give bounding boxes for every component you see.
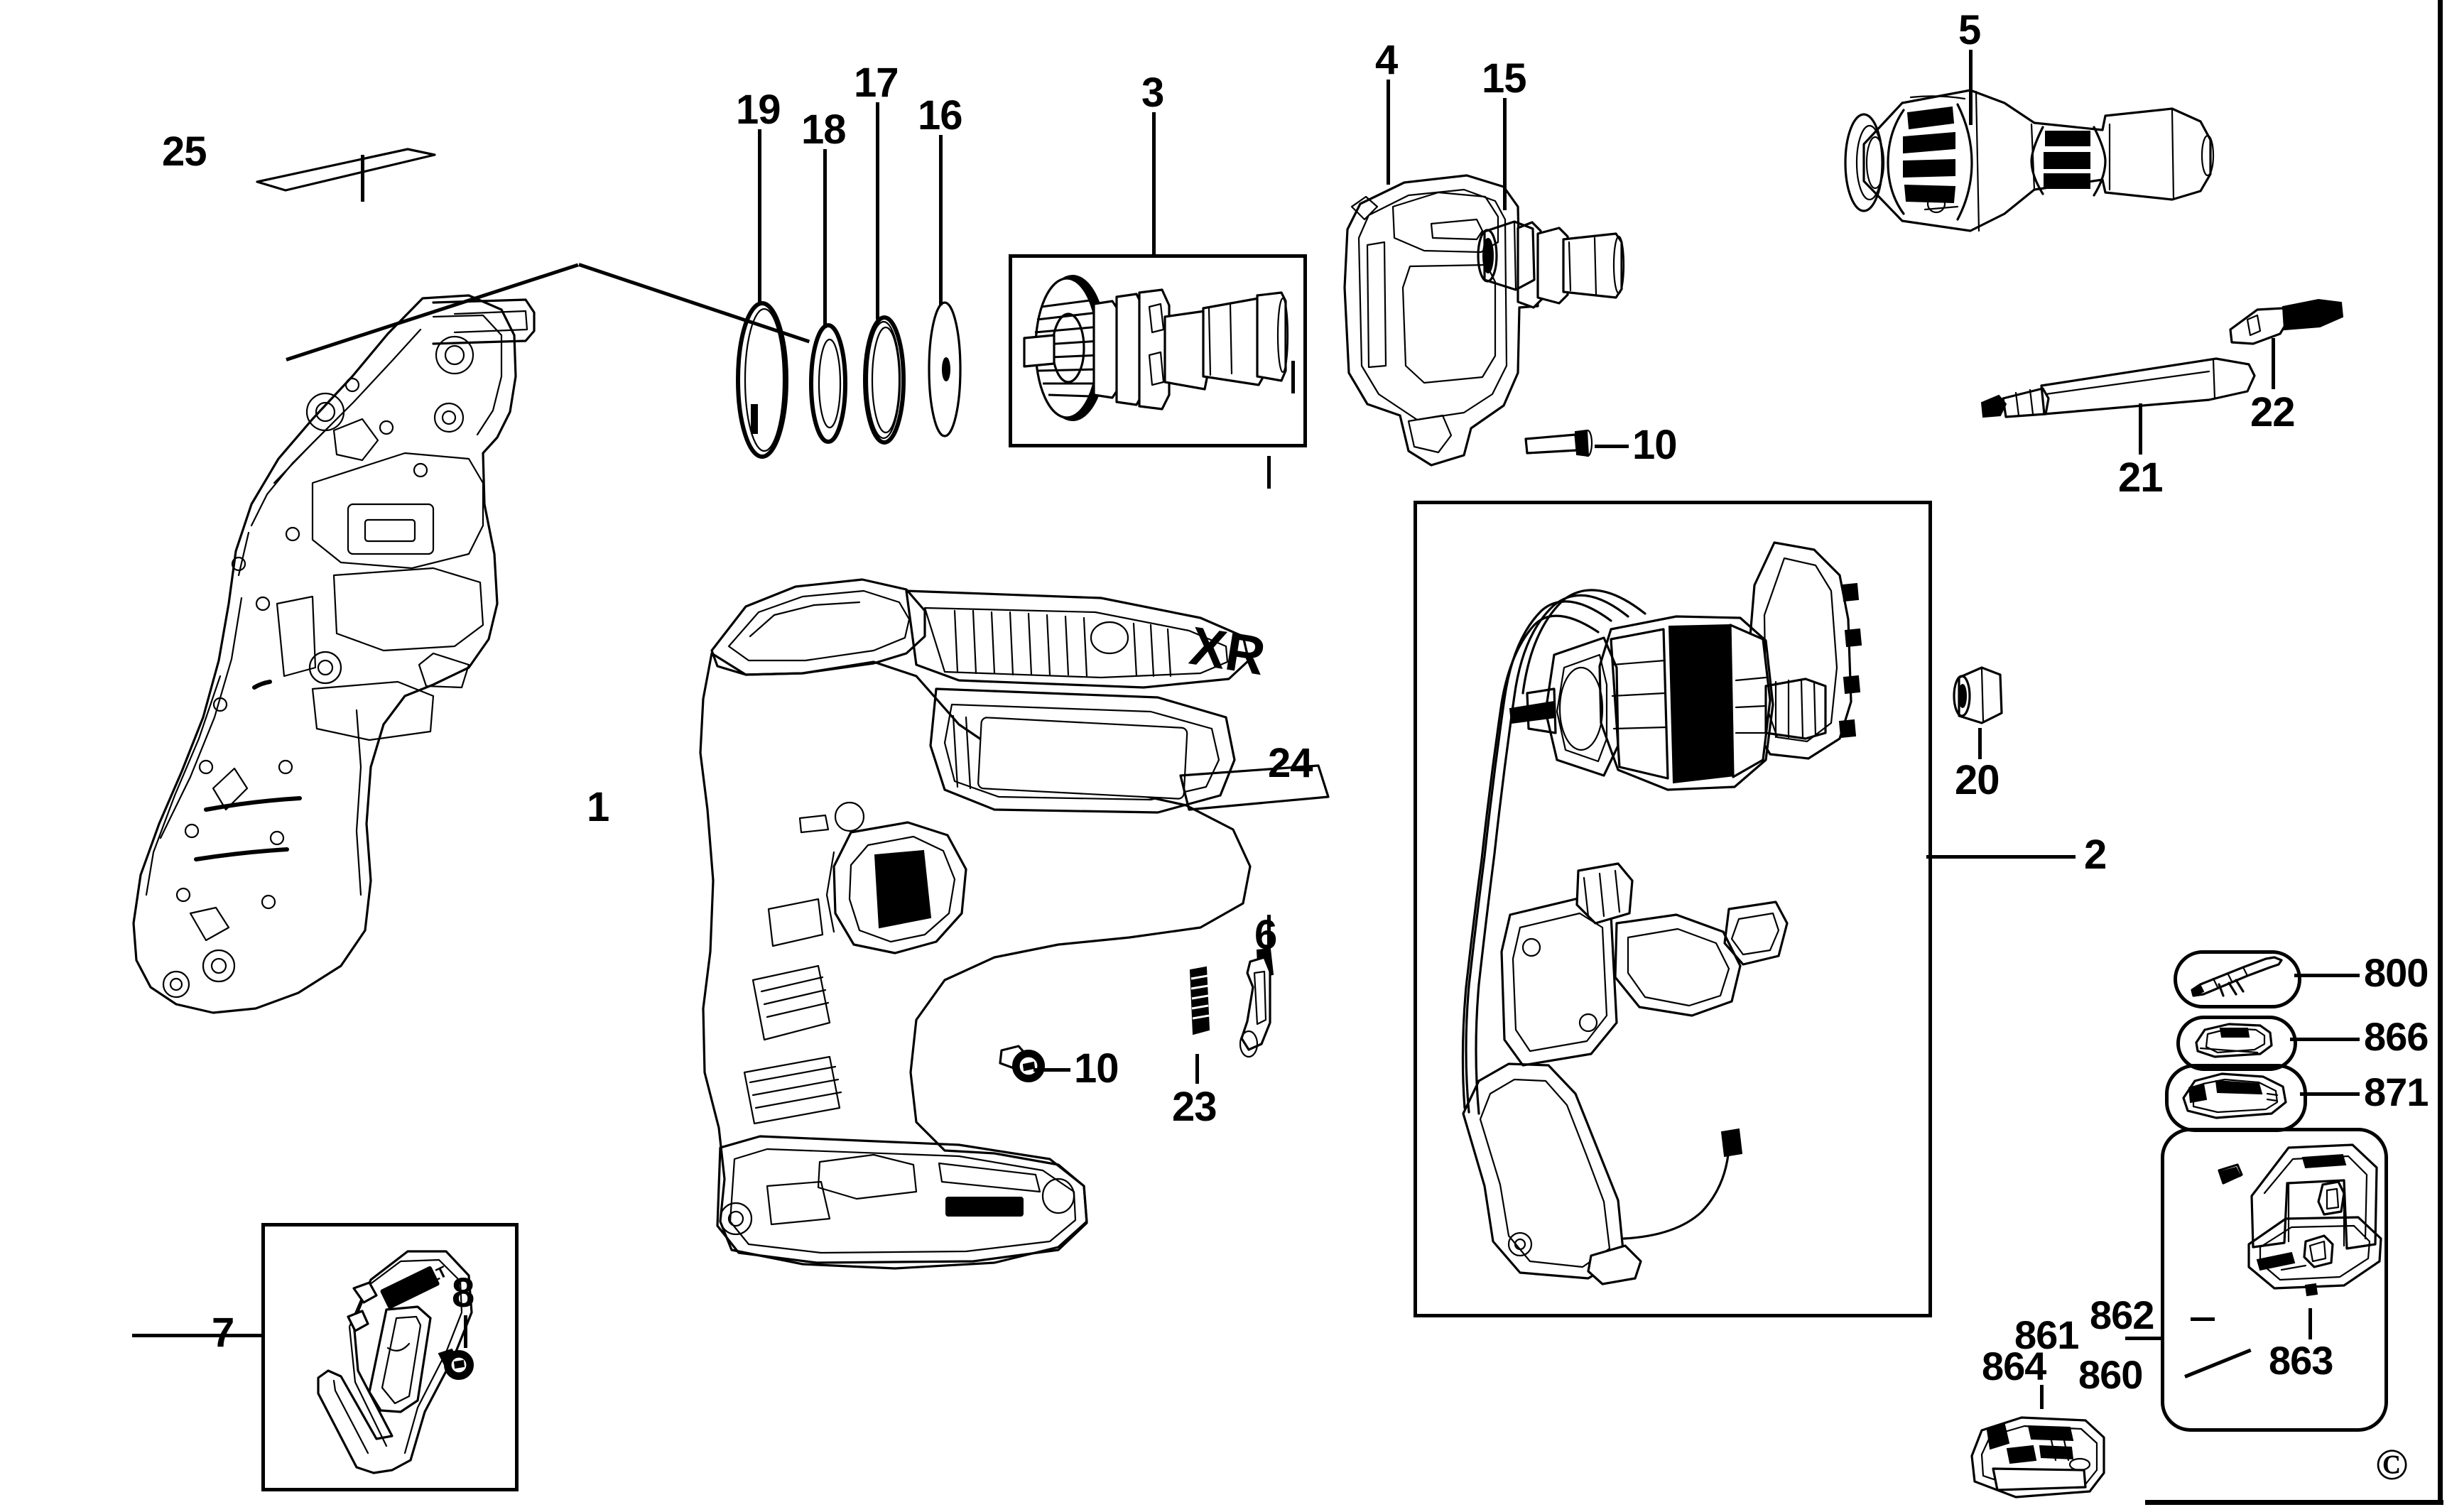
callout-10b: 10 <box>1074 1045 1119 1092</box>
callout-5: 5 <box>1958 7 1981 53</box>
leader-6b <box>1267 915 1271 947</box>
motor-switch-assembly-art <box>1461 541 1862 1285</box>
callout-860: 860 <box>2078 1352 2143 1397</box>
callout-20: 20 <box>1955 757 2000 803</box>
battery-pack-871-art <box>2182 1072 2287 1119</box>
callout-863: 863 <box>2269 1338 2333 1383</box>
callout-8: 8 <box>452 1270 474 1316</box>
leader-21 <box>2139 403 2142 455</box>
callout-861: 861 <box>2014 1312 2079 1357</box>
callout-21: 21 <box>2118 455 2164 501</box>
belt-clip-6-art <box>1239 947 1274 1058</box>
callout-2: 2 <box>2084 832 2107 878</box>
battery-charger-864-art <box>1970 1416 2105 1499</box>
compression-spring-23-art <box>1189 966 1210 1035</box>
callout-862: 862 <box>2090 1293 2154 1337</box>
callout-871: 871 <box>2364 1070 2429 1114</box>
left-housing-half-art <box>132 294 536 1014</box>
callout-1: 1 <box>587 784 609 830</box>
kit-case-art <box>2218 1143 2382 1297</box>
leader-17 <box>876 102 879 320</box>
leader-3 <box>1152 112 1156 254</box>
callout-7: 7 <box>212 1310 234 1356</box>
machine-screw-10b-art <box>999 1045 1045 1082</box>
belt-hook-screw-8-art <box>438 1348 474 1380</box>
leader-23 <box>1195 1054 1199 1084</box>
leader-22 <box>2272 338 2275 389</box>
copyright-mark: © <box>2375 1441 2409 1489</box>
belt-hook-box <box>261 1223 519 1491</box>
leader-866 <box>2290 1038 2360 1041</box>
screw-feed-attachment-art <box>2191 956 2283 997</box>
washer-18-art <box>809 323 847 444</box>
accessory-box-861 <box>2161 1128 2388 1432</box>
leader-7 <box>132 1334 261 1337</box>
callout-18: 18 <box>801 107 847 153</box>
leader-15 <box>1503 98 1507 210</box>
leader-2 <box>1926 855 2076 859</box>
retaining-ring-19-art <box>736 301 788 459</box>
driver-bit-22-art <box>2229 298 2344 345</box>
leader-862 <box>2191 1317 2215 1321</box>
motor-switch-box <box>1414 501 1932 1317</box>
machine-screw-10a-art <box>1524 429 1593 457</box>
main-tool-body-art: XR DEWALT <box>699 578 1269 1270</box>
spring-washer-17-art <box>863 315 906 445</box>
callout-864: 864 <box>1982 1344 2046 1388</box>
leader-864 <box>2040 1385 2044 1409</box>
leader-25 <box>361 155 364 202</box>
leader-8 <box>464 1315 467 1348</box>
callout-22: 22 <box>2250 389 2296 435</box>
gearbox-housing-art <box>1343 174 1625 467</box>
leader-10b <box>1033 1068 1070 1072</box>
leader-24 <box>1291 361 1295 393</box>
leader-16 <box>939 135 943 305</box>
callout-16: 16 <box>918 92 963 138</box>
callout-24: 24 <box>1268 740 1313 786</box>
clutch-spindle-assembly-art <box>1023 275 1289 421</box>
callout-23: 23 <box>1172 1084 1217 1130</box>
nameplate-label-25-art <box>256 148 436 192</box>
leader-4 <box>1387 80 1390 185</box>
bit-holder-21-art <box>1980 357 2256 418</box>
leader-6 <box>1267 456 1271 489</box>
clutch-assembly-box <box>1009 254 1307 447</box>
callout-866: 866 <box>2364 1014 2429 1059</box>
leader-19 <box>758 129 761 304</box>
leader-871 <box>2300 1092 2360 1096</box>
sheet-bottom-rule <box>2145 1500 2443 1505</box>
leader-10a <box>1595 445 1629 448</box>
nameplate-label-24-art <box>1179 764 1330 811</box>
leader-863 <box>2308 1308 2312 1339</box>
bushing-15-art <box>1477 220 1536 291</box>
bearing-20-art <box>1953 666 2003 724</box>
callout-17: 17 <box>854 60 899 106</box>
callout-15: 15 <box>1482 55 1527 102</box>
callout-800: 800 <box>2364 950 2429 995</box>
callout-10a: 10 <box>1632 422 1678 468</box>
battery-pack-866-art <box>2195 1023 2273 1058</box>
callout-4: 4 <box>1375 37 1398 83</box>
leader-5 <box>1969 50 1973 125</box>
belt-hook-art: DEWALT <box>317 1250 473 1474</box>
leader-800 <box>2294 974 2360 977</box>
callout-19: 19 <box>736 87 781 133</box>
leader-861 <box>2125 1337 2161 1340</box>
flat-washer-16-art <box>928 301 962 437</box>
xr-logo: XR <box>1185 616 1269 687</box>
accessory-box-800 <box>2174 950 2301 1008</box>
callout-6: 6 <box>1254 912 1277 958</box>
callout-25: 25 <box>162 129 207 175</box>
dewalt-wordmark-battery: DEWALT <box>949 1198 1020 1217</box>
leader-18 <box>823 149 827 328</box>
callout-3: 3 <box>1141 70 1164 116</box>
leader-20 <box>1978 728 1982 759</box>
depth-nose-cone-art <box>1844 89 2215 232</box>
sheet-right-rule <box>2438 0 2443 1504</box>
accessory-box-866 <box>2176 1016 2297 1071</box>
